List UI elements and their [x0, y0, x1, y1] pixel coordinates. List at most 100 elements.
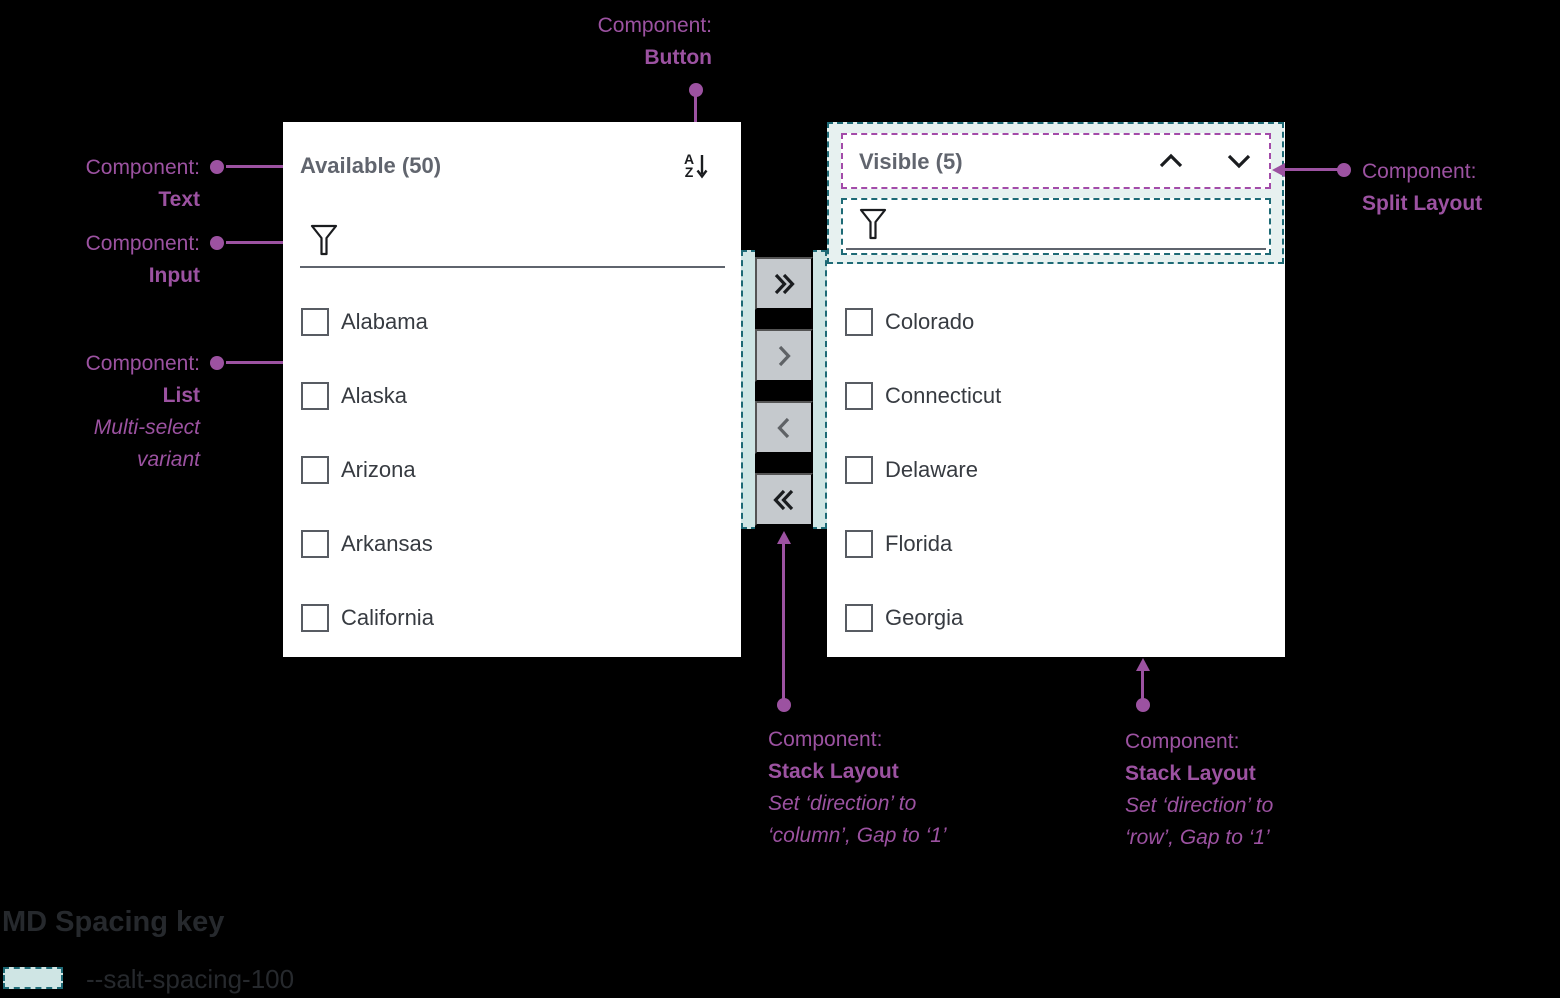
list-item[interactable]: Florida	[827, 527, 1285, 561]
move-all-right-button[interactable]	[755, 257, 813, 310]
visible-list-panel: Visible (5)	[827, 122, 1285, 657]
filter-icon	[310, 224, 338, 256]
checkbox[interactable]	[845, 604, 873, 632]
annotation-detail-line: ‘row’, Gap to ‘1’	[1125, 826, 1270, 849]
checkbox[interactable]	[301, 308, 329, 336]
annotation-component-name: Stack Layout	[1125, 762, 1256, 785]
move-up-button[interactable]	[1151, 143, 1191, 179]
filter-input[interactable]	[300, 218, 725, 268]
annotation-prefix: Component:	[85, 156, 200, 179]
list-item[interactable]: Connecticut	[827, 379, 1285, 413]
annotation-arrowhead	[777, 531, 791, 544]
move-all-left-button[interactable]	[755, 473, 813, 526]
annotation-line	[694, 95, 697, 129]
annotation-component-name: Split Layout	[1362, 192, 1483, 215]
annotation-split-layout: Component: Split Layout	[1362, 156, 1482, 220]
available-list-title: Available (50)	[300, 153, 442, 178]
list-item[interactable]: Georgia	[827, 601, 1285, 635]
chevron-right-icon	[778, 345, 791, 366]
spacing-key-swatch	[3, 967, 63, 989]
list-item[interactable]: Delaware	[827, 453, 1285, 487]
annotation-component-name: Input	[148, 264, 200, 287]
annotation-detail-line: Set ‘direction’ to	[768, 792, 917, 815]
annotation-prefix: Component:	[1125, 730, 1240, 753]
filter-icon	[859, 208, 887, 240]
split-layout-header: Visible (5)	[841, 133, 1271, 189]
stack-layout-spacing-overlay	[741, 250, 827, 529]
annotation-text: Component: Text	[0, 152, 200, 216]
list-item-label: Alabama	[341, 309, 428, 334]
annotation-detail-line: Set ‘direction’ to	[1125, 794, 1274, 817]
annotation-line	[226, 241, 287, 244]
checkbox[interactable]	[845, 456, 873, 484]
annotation-input: Component: Input	[0, 228, 200, 292]
checkbox[interactable]	[845, 382, 873, 410]
annotation-arrowhead	[1136, 658, 1150, 671]
input-underline	[300, 266, 725, 268]
checkbox[interactable]	[301, 382, 329, 410]
list-item-label: Connecticut	[885, 383, 1002, 408]
chevron-left-icon	[777, 417, 790, 438]
annotation-prefix: Component:	[85, 232, 200, 255]
annotation-arrowhead	[1272, 163, 1285, 177]
list-item-label: Delaware	[885, 457, 978, 482]
annotation-line	[226, 165, 287, 168]
annotation-stack-layout-row: Component: Stack Layout Set ‘direction’ …	[1125, 726, 1273, 854]
chevron-up-icon	[1159, 153, 1183, 168]
list-item[interactable]: Alabama	[283, 305, 741, 339]
checkbox[interactable]	[301, 604, 329, 632]
move-selected-left-button[interactable]	[755, 401, 813, 454]
annotation-variant-line: Multi-select	[93, 416, 200, 439]
annotation-line	[1284, 168, 1338, 171]
move-selected-right-button[interactable]	[755, 329, 813, 382]
annotation-prefix: Component:	[597, 14, 712, 37]
list-item[interactable]: Arizona	[283, 453, 741, 487]
annotation-component-name: Stack Layout	[768, 760, 899, 783]
annotation-component-name: Text	[158, 188, 200, 211]
list-item-label: Alaska	[341, 383, 408, 408]
spacing-key-token: --salt-spacing-100	[86, 964, 295, 994]
annotation-list: Component: List Multi-select variant	[0, 348, 200, 476]
annotation-stack-layout-column: Component: Stack Layout Set ‘direction’ …	[768, 724, 947, 852]
list-item[interactable]: Alaska	[283, 379, 741, 413]
double-chevron-left-icon	[773, 489, 794, 510]
annotation-prefix: Component:	[85, 352, 200, 375]
list-item[interactable]: Arkansas	[283, 527, 741, 561]
spacing-key-heading: MD Spacing key	[2, 906, 225, 938]
checkbox[interactable]	[301, 530, 329, 558]
annotation-dot	[210, 356, 224, 370]
annotation-dot	[210, 160, 224, 174]
annotation-button: Component: Button	[512, 10, 712, 74]
annotation-dot	[1136, 698, 1150, 712]
filter-input[interactable]	[841, 198, 1271, 255]
double-chevron-right-icon	[774, 273, 795, 294]
split-layout-spacing-overlay: Visible (5)	[827, 122, 1284, 264]
annotation-line	[1141, 670, 1144, 699]
checkbox[interactable]	[301, 456, 329, 484]
list-item-label: Arizona	[341, 457, 416, 482]
annotation-line	[226, 361, 287, 364]
checkbox[interactable]	[845, 530, 873, 558]
annotation-line	[782, 543, 785, 699]
annotation-component-name: List	[162, 384, 200, 407]
list-item[interactable]: Colorado	[827, 305, 1285, 339]
annotation-component-name: Button	[644, 46, 712, 69]
annotation-dot	[777, 698, 791, 712]
annotation-prefix: Component:	[1362, 160, 1477, 183]
list-item-label: Georgia	[885, 605, 964, 630]
list-item-label: Florida	[885, 531, 953, 556]
annotation-variant-line: variant	[136, 448, 200, 471]
checkbox[interactable]	[845, 308, 873, 336]
list-item[interactable]: California	[283, 601, 741, 635]
annotation-detail-line: ‘column’, Gap to ‘1’	[768, 824, 947, 847]
input-underline	[846, 248, 1266, 250]
chevron-down-icon	[1227, 154, 1251, 169]
list-item-label: Arkansas	[341, 531, 433, 556]
move-down-button[interactable]	[1219, 143, 1259, 179]
annotation-dot	[1337, 163, 1351, 177]
visible-list-title: Visible (5)	[859, 149, 963, 174]
